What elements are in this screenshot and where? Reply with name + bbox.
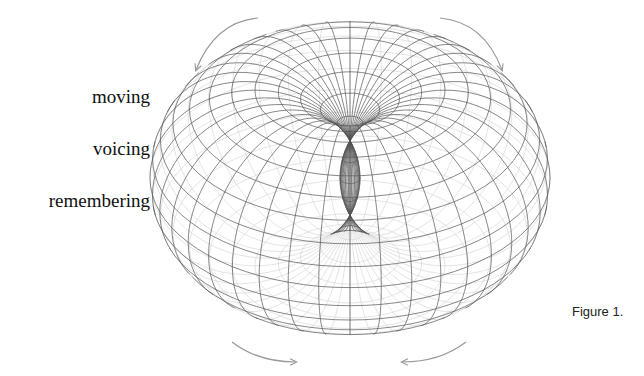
flow-arrow <box>196 18 258 70</box>
caption-holder: Figure 1. <box>572 302 623 320</box>
stage-label: moving <box>92 86 150 108</box>
label-holder: voicing <box>4 138 150 160</box>
flow-arrow <box>440 18 502 70</box>
stage-label: voicing <box>93 138 150 160</box>
flow-arrow <box>232 342 296 362</box>
flow-arrow <box>402 342 466 362</box>
torus-mesh <box>150 21 550 335</box>
torus-wireframe <box>150 21 550 335</box>
label-holder: moving <box>4 86 150 108</box>
torus-mesh <box>150 21 550 335</box>
figure-caption: Figure 1. <box>572 304 623 320</box>
stage-label: remembering <box>49 190 150 212</box>
label-holder: remembering <box>4 190 150 212</box>
